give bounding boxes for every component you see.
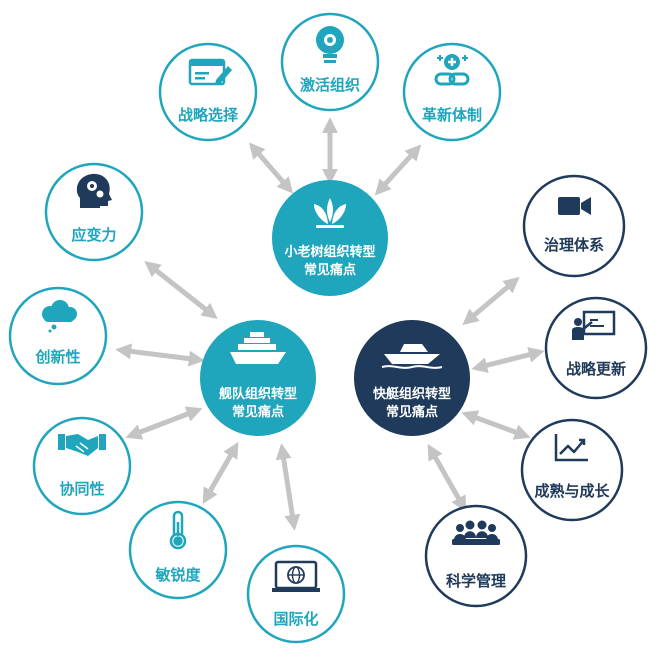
satellite-international: 国际化 [246,544,346,644]
chain-plus-icon [434,54,470,86]
arrow-fleet-international [275,443,301,531]
maturity-growth-label: 成熟与成长 [534,482,610,500]
hub-sapling: 小老树组织转型 常见痛点 [272,180,388,296]
collaboration-label: 协同性 [59,480,104,498]
satellite-reform-system: 革新体制 [402,42,502,142]
satellite-sci-management: 科学管理 [424,504,528,608]
hub-sapling-line2: 常见痛点 [304,262,356,278]
satellite-sensitivity: 敏锐度 [128,500,228,600]
sci-management-label: 科学管理 [446,572,506,590]
sensitivity-label: 敏锐度 [154,566,201,584]
hub-speedboat-line1: 快艇组织转型 [373,386,451,402]
thermometer-icon [169,510,187,550]
strategy-update-label: 战略更新 [566,360,626,378]
international-label: 国际化 [273,610,318,628]
reform-system-label: 革新体制 [422,106,482,124]
governance-label: 治理体系 [544,236,604,254]
arrow-sapling-strategy-choice [248,142,294,194]
arrow-speedboat-governance [462,276,520,326]
arrow-fleet-resilience [144,261,218,319]
cloud-thought-icon [42,300,77,333]
resilience-label: 应变力 [71,226,116,244]
video-camera-icon [558,197,591,215]
satellite-collaboration: 协同性 [32,416,132,516]
satellite-innovation: 创新性 [8,286,108,386]
hub-fleet-line2: 常见痛点 [232,404,284,420]
arrow-fleet-collaboration [125,406,203,440]
arrow-speedboat-maturity-growth [461,410,531,440]
satellite-governance: 治理体系 [522,174,626,278]
hub-sapling-line1: 小老树组织转型 [284,244,375,260]
hub-fleet-line1: 舰队组织转型 [219,386,297,402]
arrow-sapling-reform-system [374,144,422,196]
satellite-strategy-update: 战略更新 [544,296,648,400]
arrow-speedboat-strategy-update [471,346,545,374]
speedboat-icon [381,344,443,369]
sprout-icon [314,198,346,228]
handshake-icon [58,434,106,456]
satellite-strategy-choice: 战略选择 [158,42,258,142]
browser-edit-icon [188,58,232,86]
presentation-icon [572,310,616,340]
strategy-choice-label: 战略选择 [178,106,239,124]
hub-speedboat: 快艇组织转型 常见痛点 [354,320,470,436]
arrow-fleet-sensitivity [202,441,239,505]
hub-fleet: 舰队组织转型 常见痛点 [200,320,316,436]
innovation-label: 创新性 [34,348,80,366]
lightbulb-gear-icon [316,26,344,63]
ship-icon [230,332,286,364]
satellite-activate-org: 激活组织 [280,12,380,112]
satellite-resilience: 应变力 [44,162,144,262]
team-icon [452,520,500,545]
head-gears-icon [76,173,112,208]
arrow-speedboat-sci-management [427,443,467,513]
satellite-maturity-growth: 成熟与成长 [520,418,624,522]
activate-org-label: 激活组织 [300,76,360,94]
growth-chart-icon [554,434,588,462]
hub-speedboat-line2: 常见痛点 [386,404,438,420]
connector-arrows [115,117,545,531]
globe-monitor-icon [272,560,320,592]
arrow-fleet-innovation [115,343,205,367]
